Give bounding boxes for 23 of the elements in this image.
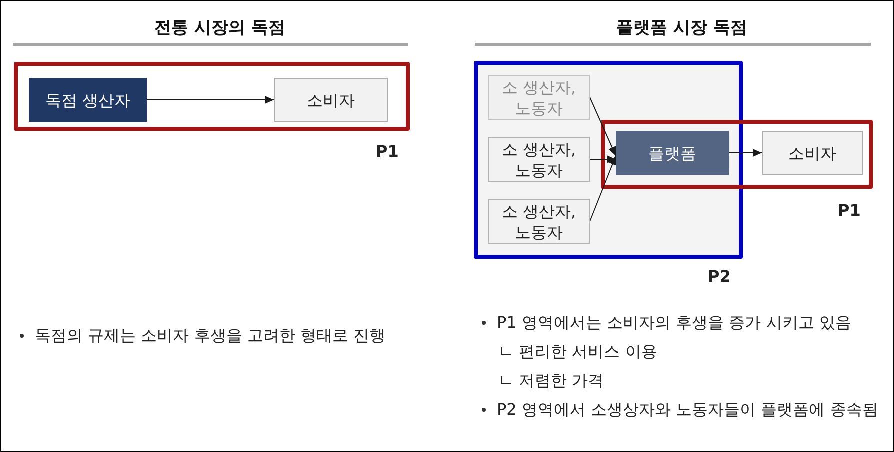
region-frame	[601, 120, 873, 189]
region-label: P1	[838, 201, 861, 221]
process-box: 소 생산자, 노동자	[488, 199, 590, 244]
region-label: P1	[376, 142, 399, 162]
bullet-text: 독점의 규제는 소비자 후생을 고려한 형태로 진행	[35, 326, 386, 346]
bullet-text: P1 영역에서는 소비자의 후생을 증가 시키고 있음	[497, 313, 852, 333]
arrow	[590, 156, 616, 222]
arrow	[590, 97, 616, 156]
process-box: 소 생산자, 노동자	[488, 137, 590, 182]
section-heading: 플랫폼 시장 독점	[616, 18, 748, 38]
process-box: 플랫폼	[616, 131, 729, 175]
bullet-text: ㄴ 편리한 서비스 이용	[498, 342, 658, 362]
process-box: 소비자	[274, 78, 388, 122]
process-box: 소 생산자, 노동자	[488, 75, 590, 120]
bullet-text: P2 영역에서 소생상자와 노동자들이 플랫폼에 종속됨	[497, 400, 878, 420]
process-box: 소비자	[762, 131, 863, 175]
section-heading: 전통 시장의 독점	[154, 18, 286, 38]
arrow	[146, 96, 274, 104]
region-frame	[14, 62, 410, 131]
arrow	[728, 149, 762, 157]
region-label: P2	[708, 267, 731, 287]
bullet-text: ㄴ 저렴한 가격	[498, 371, 604, 391]
process-box: 독점 생산자	[29, 78, 147, 122]
